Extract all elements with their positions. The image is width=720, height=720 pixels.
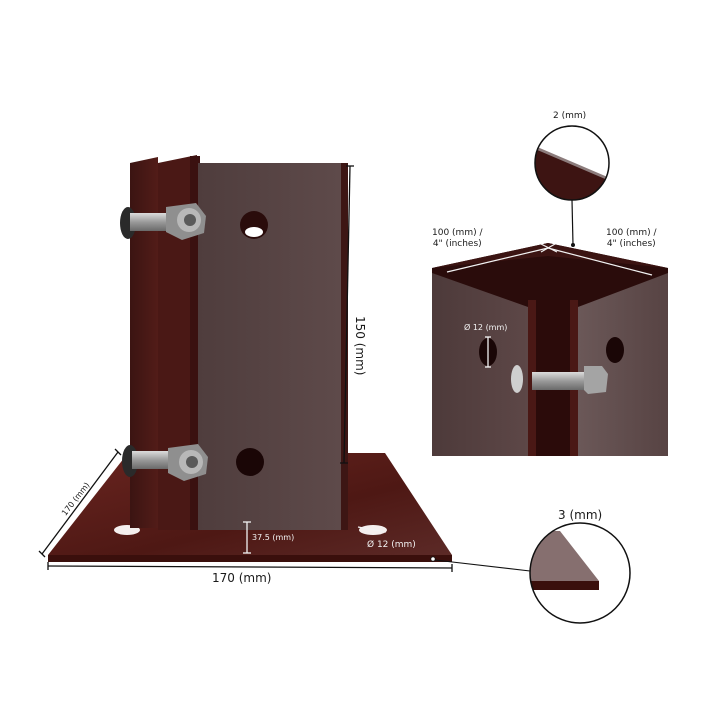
inner-width-right-line1: 100 (mm) / [606, 228, 657, 238]
post-hole-bottom [236, 448, 264, 476]
post-hole-label: Ø 12 (mm) [464, 323, 508, 332]
plate-thickness-leader [430, 556, 531, 572]
hole-offset-label: 37.5 (mm) [252, 533, 295, 542]
post-top-bolt [511, 365, 608, 394]
depth-dimension-line [38, 448, 122, 558]
height-dimension-line [340, 165, 354, 464]
hole-offset-dimension-line [243, 521, 251, 554]
wall-thickness-label: 2 (mm) [553, 111, 587, 121]
post-hole-top [240, 211, 268, 239]
inner-width-dimension-lines [446, 243, 653, 276]
bolt-bottom [122, 444, 208, 481]
inner-width-left-label: 100 (mm) / 4" (inches) [432, 228, 483, 251]
post-flange-rear [130, 157, 158, 528]
inner-width-right-line2: 4" (inches) [606, 239, 656, 250]
post-main-face [198, 163, 348, 530]
plate-hole-label: Ø 12 (mm) [367, 540, 416, 550]
plate-thickness-callout [529, 522, 631, 624]
inner-width-left-line2: 4" (inches) [432, 239, 482, 250]
plate-hole-dimension-line [357, 526, 387, 533]
width-dimension-line [47, 562, 453, 572]
post-hole-dimension-line [485, 336, 491, 368]
wall-thickness-callout [534, 125, 610, 247]
post-top-hole-right [606, 337, 624, 363]
post-flange-front [158, 155, 200, 530]
plate-width-label: 170 (mm) [212, 571, 272, 585]
plate-thickness-label: 3 (mm) [558, 508, 603, 522]
bolt-top [120, 203, 206, 240]
inner-width-left-line1: 100 (mm) / [432, 228, 483, 238]
height-label: 150 (mm) [353, 316, 367, 376]
post-top-view [432, 243, 668, 456]
inner-width-right-label: 100 (mm) / 4" (inches) [606, 228, 657, 251]
